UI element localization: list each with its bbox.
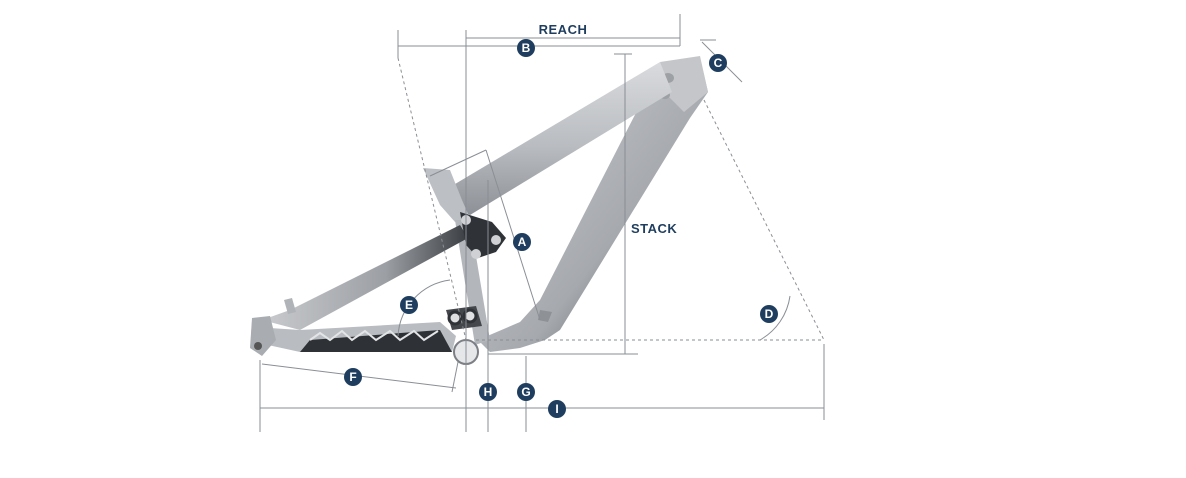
svg-text:H: H [484,385,493,399]
svg-text:I: I [555,402,558,416]
badge-h: H [479,383,497,401]
seat-collar [423,168,470,222]
badge-e: E [400,296,418,314]
svg-text:B: B [522,41,531,55]
head-tube [660,56,708,112]
badge-g: G [517,383,535,401]
down-tube [478,58,708,352]
reach-label: REACH [539,22,588,37]
rocker-link [460,212,506,258]
badge-a: A [513,233,531,251]
dimension-lines [259,14,825,432]
bike-frame [250,56,708,365]
svg-text:A: A [518,235,527,249]
svg-text:E: E [405,298,413,312]
seat-stay [262,225,468,330]
badge-b: B [517,39,535,57]
svg-text:F: F [349,370,356,384]
badge-f: F [344,368,362,386]
svg-text:C: C [714,56,723,70]
stack-label: STACK [631,221,677,236]
badge-c: C [709,54,727,72]
badge-d: D [760,305,778,323]
seat-tube [455,220,490,345]
svg-text:D: D [765,307,774,321]
top-tube [445,62,672,215]
badge-i: I [548,400,566,418]
svg-text:G: G [521,385,530,399]
